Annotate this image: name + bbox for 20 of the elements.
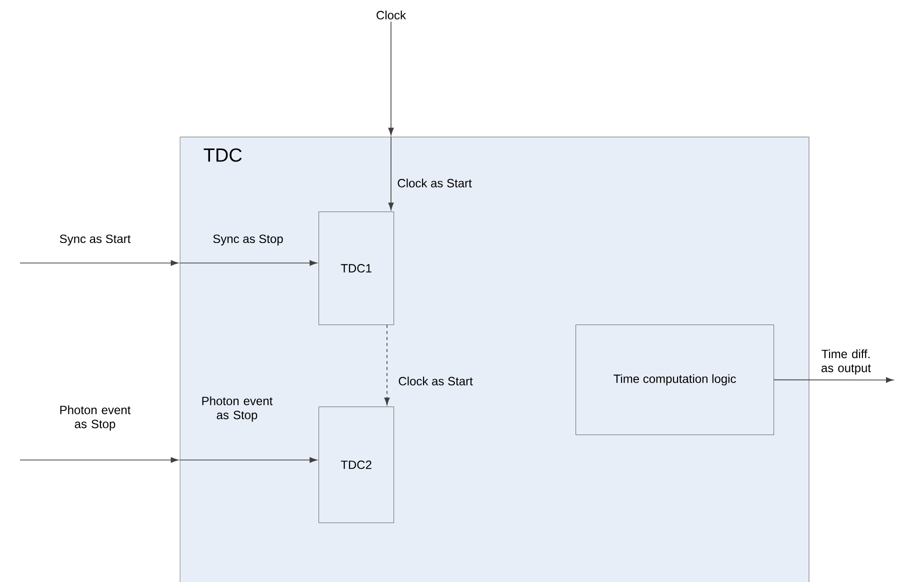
process-box: Time computation logic bbox=[576, 324, 774, 435]
edge-label: Photon event as Stop bbox=[202, 396, 273, 422]
arrow bbox=[388, 136, 394, 210]
arrow bbox=[20, 457, 178, 463]
arrow bbox=[20, 260, 178, 266]
box-title: TDC bbox=[204, 148, 242, 162]
edge-label: Clock as Start bbox=[398, 376, 473, 386]
arrow bbox=[179, 457, 318, 463]
process-box: TDC1 bbox=[318, 212, 394, 325]
edge-label: Sync as Stop bbox=[213, 234, 283, 246]
arrow bbox=[179, 260, 318, 266]
arrow bbox=[774, 377, 894, 383]
edge-label: Time diff. as output bbox=[822, 349, 871, 375]
input-label: Clock bbox=[376, 10, 406, 20]
edge-label: Photon event as Stop bbox=[60, 405, 131, 431]
arrow bbox=[384, 324, 390, 406]
edge-label: Clock as Start bbox=[398, 178, 472, 188]
arrow bbox=[388, 21, 394, 136]
process-box: TDC2 bbox=[318, 406, 394, 523]
edge-label: Sync as Start bbox=[60, 234, 131, 246]
